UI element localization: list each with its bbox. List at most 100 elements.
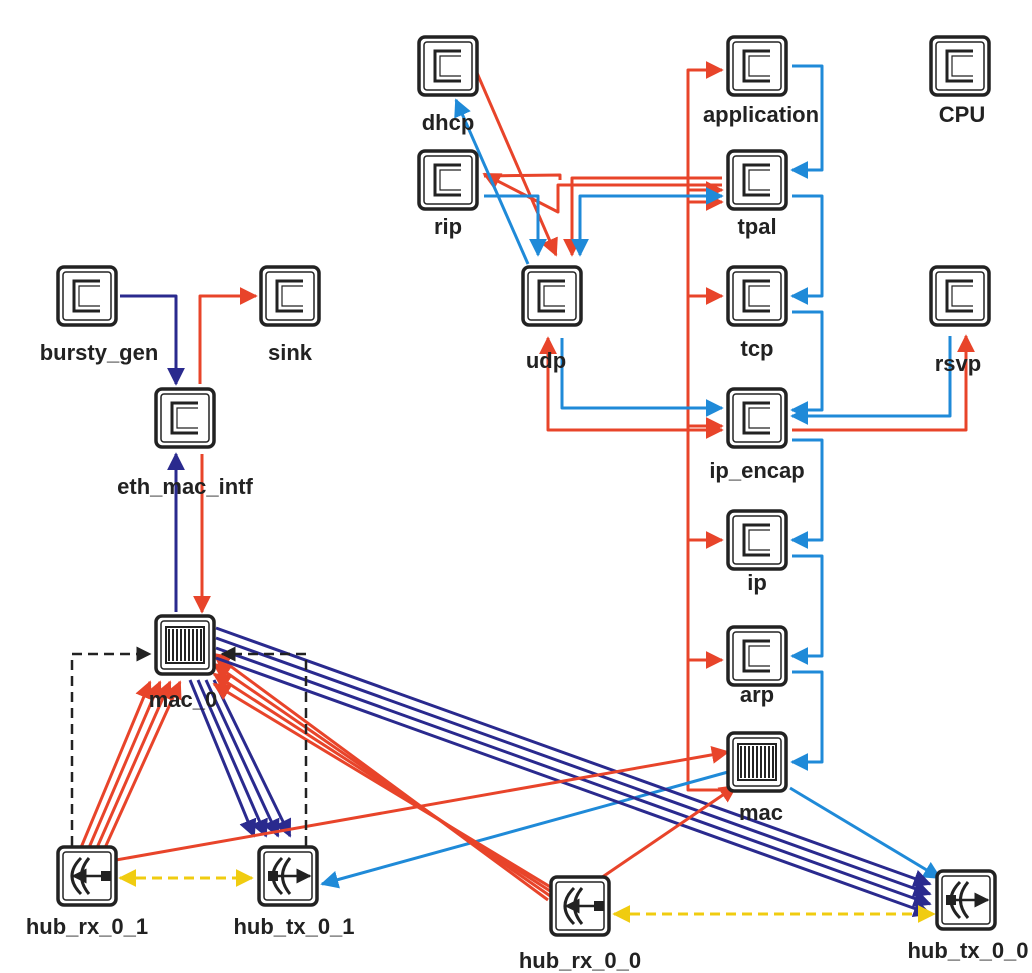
processor-glyph — [275, 279, 303, 313]
node-label: mac — [739, 800, 783, 825]
navy-mac_0-hub_tx_0_1 — [188, 679, 257, 838]
processor-glyph — [72, 279, 100, 313]
node-label: mac_0 — [149, 687, 218, 712]
red-hub_rx_0_0-mac_0 — [212, 662, 557, 902]
node-inner-frame — [423, 41, 473, 91]
processor-icon — [259, 265, 321, 327]
navy-mac_0-hub_tx_0_0 — [215, 626, 932, 888]
red-ip_encap-rsvp — [792, 334, 975, 432]
node-inner-frame — [62, 271, 112, 321]
node-dhcp[interactable]: dhcp — [417, 35, 479, 135]
node-inner-frame — [935, 271, 985, 321]
modules-layer: dhcp application CPU rip tpal udp tcp rsvp burst… — [26, 35, 1029, 973]
red-rail-mac — [686, 720, 730, 792]
node-udp[interactable]: udp — [521, 265, 583, 373]
node-label: eth_mac_intf — [117, 474, 253, 499]
processor-icon — [726, 149, 788, 211]
processor-glyph-inner — [78, 285, 100, 307]
node-hub-rx-0-0[interactable]: hub_rx_0_0 — [519, 875, 641, 973]
red-rail-application — [686, 61, 724, 732]
node-tcp[interactable]: tcp — [726, 265, 788, 361]
node-arp[interactable]: arp — [726, 625, 788, 707]
red-hub_rx_0_1-mac_0 — [78, 680, 153, 851]
node-sink[interactable]: sink — [259, 265, 321, 365]
blue-ip_encap-ip — [790, 438, 824, 549]
processor-icon — [929, 265, 991, 327]
navy-mac_0-hub_tx_0_0 — [215, 656, 932, 918]
red-ip_encap-udp — [539, 336, 724, 439]
node-label: hub_tx_0_1 — [233, 914, 354, 939]
processor-icon — [726, 625, 788, 687]
processor-glyph-inner — [281, 285, 303, 307]
node-label: ip_encap — [709, 458, 804, 483]
node-hub-tx-0-0[interactable]: hub_tx_0_0 — [907, 869, 1029, 963]
node-bursty-gen[interactable]: bursty_gen — [40, 265, 159, 365]
blue-udp-ip_encap — [560, 338, 724, 417]
node-inner-frame — [265, 271, 315, 321]
node-ip-encap[interactable]: ip_encap — [709, 387, 805, 483]
blue-rsvp-ip_encap — [790, 336, 952, 425]
node-application[interactable]: application — [703, 35, 819, 127]
node-hub-tx-0-1[interactable]: hub_tx_0_1 — [233, 845, 355, 939]
blue-udp-tpal — [571, 187, 724, 257]
node-tpal[interactable]: tpal — [726, 149, 788, 239]
node-label: hub_rx_0_0 — [519, 948, 641, 973]
blue-rip-udp — [484, 194, 547, 257]
processor-glyph-inner — [543, 285, 565, 307]
processor-icon — [56, 265, 118, 327]
node-inner-frame — [732, 631, 782, 681]
queue-frame — [165, 626, 205, 664]
node-inner-frame — [732, 515, 782, 565]
node-inner-frame — [160, 620, 210, 670]
node-rsvp[interactable]: rsvp — [929, 265, 991, 376]
processor-glyph — [945, 279, 973, 313]
blue-ip-arp — [790, 554, 824, 665]
navy-mac_0-hub_tx_0_1 — [204, 679, 280, 838]
processor-glyph-inner — [951, 285, 973, 307]
node-inner-frame — [423, 155, 473, 205]
processor-glyph-inner — [748, 55, 770, 77]
processor-glyph — [742, 523, 770, 557]
node-ip[interactable]: ip — [726, 509, 788, 595]
red-eth_mac_intf-sink — [198, 287, 258, 384]
node-inner-frame — [160, 393, 210, 443]
processor-glyph — [742, 163, 770, 197]
node-label: arp — [740, 682, 774, 707]
node-label: bursty_gen — [40, 340, 159, 365]
red-hub_rx_0_0-mac_0 — [212, 682, 573, 902]
node-rip[interactable]: rip — [417, 149, 479, 239]
red-hub_rx_0_1-mac_0 — [86, 680, 162, 851]
node-label: tcp — [741, 336, 774, 361]
node-label: ip — [747, 570, 767, 595]
node-label: hub_rx_0_1 — [26, 914, 148, 939]
processor-glyph — [170, 401, 198, 435]
processor-icon — [726, 265, 788, 327]
processor-glyph — [945, 49, 973, 83]
processor-glyph-inner — [748, 529, 770, 551]
stat-wire-hub_tx_0_1 — [220, 646, 308, 846]
node-inner-frame — [732, 41, 782, 91]
processor-glyph-inner — [951, 55, 973, 77]
node-eth-mac-intf[interactable]: eth_mac_intf — [117, 387, 254, 499]
blue-mac-hub_tx_0_1 — [320, 770, 729, 889]
processor-glyph-inner — [748, 645, 770, 667]
node-cpu[interactable]: CPU — [929, 35, 991, 127]
red-hub_rx_0_0-mac_0 — [212, 652, 549, 902]
node-label: sink — [268, 340, 313, 365]
processor-glyph — [433, 163, 461, 197]
red-hub_rx_0_1-mac_0 — [102, 680, 182, 851]
connections-layer — [70, 61, 975, 923]
node-label: udp — [526, 348, 566, 373]
node-mac-0[interactable]: mac_0 — [149, 614, 218, 712]
blue-mac-hub_tx_0_0 — [789, 786, 942, 880]
node-hub-rx-0-1[interactable]: hub_rx_0_1 — [26, 845, 148, 939]
node-inner-frame — [935, 41, 985, 91]
node-inner-frame — [941, 875, 991, 925]
stat-wire-hub_rx_0_1 — [70, 646, 152, 846]
processor-glyph — [742, 401, 770, 435]
node-mac[interactable]: mac — [726, 731, 788, 825]
navy-mac_0-hub_tx_0_1 — [196, 679, 268, 838]
processor-glyph — [742, 279, 770, 313]
node-inner-frame — [732, 393, 782, 443]
processor-icon — [417, 35, 479, 97]
